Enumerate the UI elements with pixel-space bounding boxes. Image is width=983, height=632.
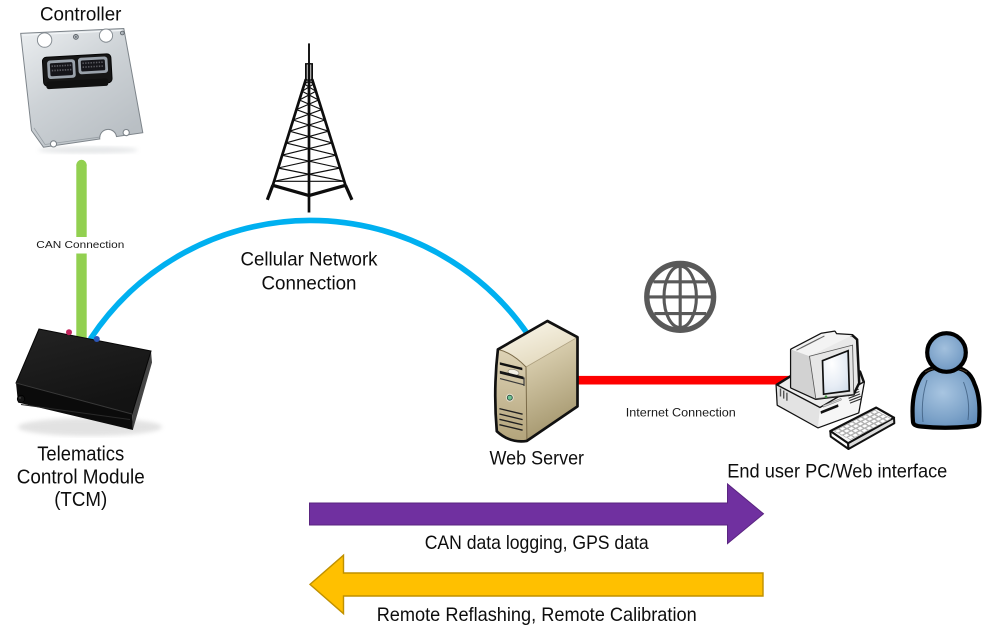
- svg-text:Web Server: Web Server: [490, 448, 585, 470]
- svg-text:Controller: Controller: [40, 4, 122, 25]
- svg-text:Control Module: Control Module: [17, 467, 145, 489]
- svg-text:End user PC/Web interface: End user PC/Web interface: [727, 461, 947, 483]
- svg-text:CAN Connection: CAN Connection: [36, 239, 124, 251]
- svg-text:Telematics: Telematics: [37, 444, 124, 466]
- svg-text:CAN data logging, GPS data: CAN data logging, GPS data: [425, 532, 649, 554]
- svg-text:(TCM): (TCM): [54, 489, 107, 511]
- svg-text:Cellular Network: Cellular Network: [241, 249, 378, 271]
- svg-text:Remote Reflashing, Remote Cali: Remote Reflashing, Remote Calibration: [377, 604, 697, 626]
- svg-text:Internet Connection: Internet Connection: [626, 408, 736, 420]
- svg-text:Connection: Connection: [262, 273, 357, 295]
